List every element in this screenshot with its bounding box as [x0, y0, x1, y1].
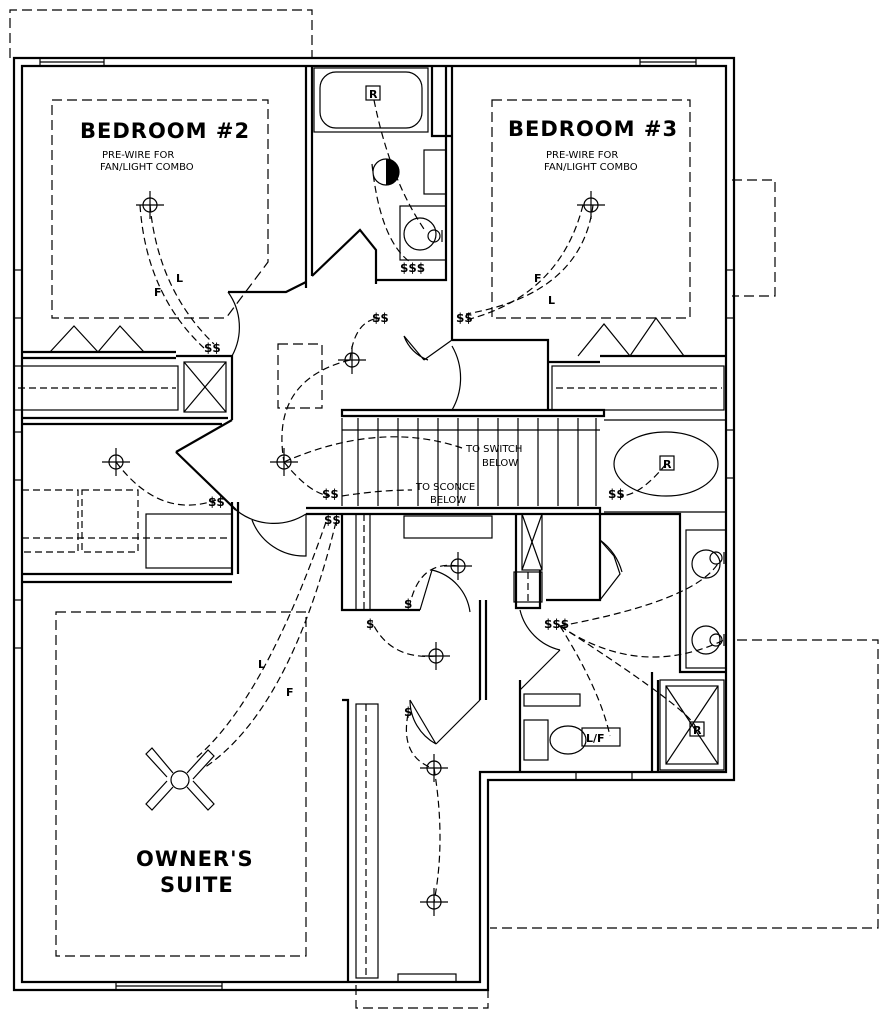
ceiling-light-icon — [420, 754, 448, 782]
bedroom2-note-line2: FAN/LIGHT COMBO — [100, 162, 194, 173]
exhaust-fan-icon — [372, 158, 400, 186]
sconce-note-line2: BELOW — [430, 495, 466, 506]
recessed-label: R — [369, 88, 378, 101]
switch-icon: $$ — [324, 513, 341, 527]
wire-label-fan: F — [534, 272, 542, 285]
wire-label-light: L — [258, 658, 265, 671]
closet-shelves — [13, 343, 725, 979]
exterior-walls — [12, 56, 736, 992]
stairs — [341, 418, 600, 506]
wire-label-fan: F — [154, 286, 162, 299]
wiring — [115, 99, 725, 903]
ceiling-light-icon — [270, 448, 298, 476]
ceiling-light-icon — [102, 448, 130, 476]
switch-icon: $$ — [208, 495, 225, 509]
ceiling-fan-icon — [145, 747, 215, 811]
recessed-light-icon — [365, 85, 705, 737]
wall-sconce-icon — [427, 229, 725, 647]
bedroom2-note-line1: PRE-WIRE FOR — [102, 150, 174, 161]
switch-note-line2: BELOW — [482, 458, 518, 469]
fixtures — [21, 67, 727, 771]
bedroom2-title: BEDROOM #2 — [80, 119, 250, 143]
door-swings — [49, 291, 685, 745]
switch-note-line1: TO SWITCH — [465, 444, 522, 455]
switch-icon: $$$ — [544, 617, 569, 631]
light-fan-combo-icon — [581, 727, 621, 747]
ceiling-light-icon — [577, 191, 605, 219]
light-fan-label: L/F — [586, 732, 605, 745]
bedroom3-note-line2: FAN/LIGHT COMBO — [544, 162, 638, 173]
switch-icon: $$ — [322, 487, 339, 501]
switch-icon: $ — [404, 597, 412, 611]
switch-icon: $$ — [204, 341, 221, 355]
roof-outlines — [9, 9, 879, 1009]
switch-icon: $$ — [608, 487, 625, 501]
wire-label-light: L — [176, 272, 183, 285]
bedroom3-note-line1: PRE-WIRE FOR — [546, 150, 618, 161]
recessed-label: R — [693, 724, 702, 737]
interior-walls — [22, 66, 726, 982]
ceiling-light-icon — [444, 552, 472, 580]
owners-title-line1: OWNER'S — [136, 847, 254, 871]
owners-title-line2: SUITE — [160, 873, 234, 897]
ceiling-light-icon — [422, 642, 450, 670]
switch-icon: $$ — [372, 311, 389, 325]
wire-label-light: L — [548, 294, 555, 307]
ceiling-light-icon — [420, 888, 448, 916]
ceiling-light-icon — [136, 191, 164, 219]
switch-icon: $ — [366, 617, 374, 631]
ceiling-outlines — [51, 99, 691, 957]
wire-label-fan: F — [286, 686, 294, 699]
ceiling-light-icon — [338, 346, 366, 374]
recessed-label: R — [663, 458, 672, 471]
sconce-note-line1: TO SCONCE — [415, 482, 475, 493]
bedroom3-title: BEDROOM #3 — [508, 117, 678, 141]
switch-icon: $ — [404, 705, 412, 719]
switch-icon: $$$ — [400, 261, 425, 275]
switch-icon: $$ — [456, 311, 473, 325]
